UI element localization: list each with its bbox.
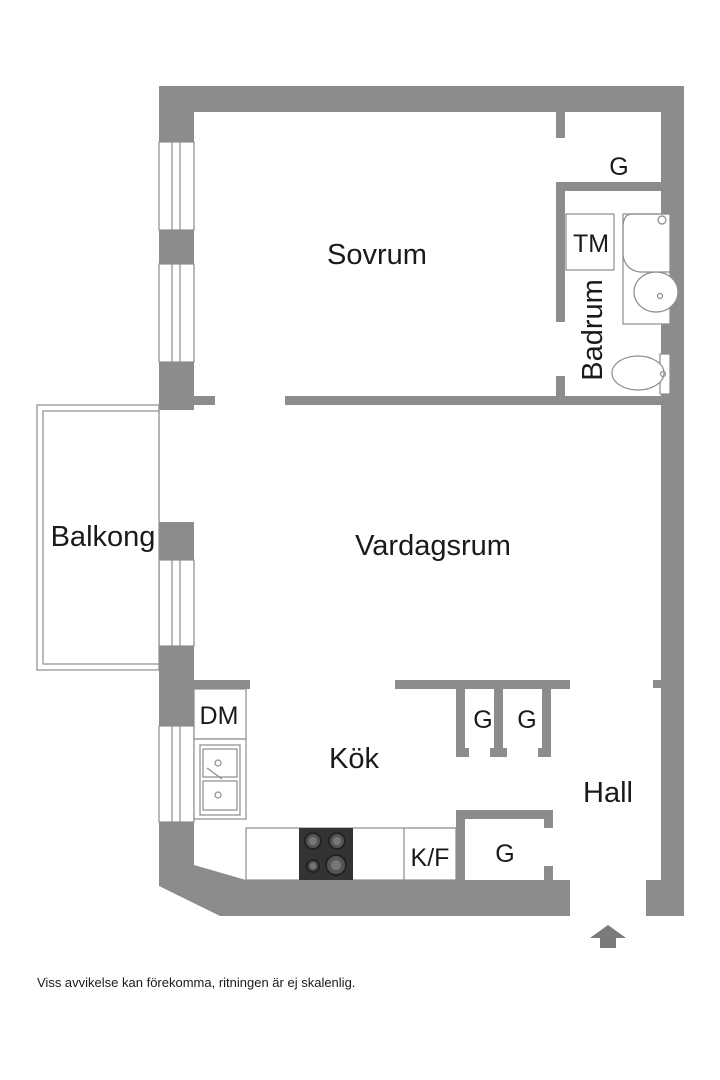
tm-box (565, 213, 615, 271)
label-closet-hall: G (495, 840, 514, 868)
label-closet-bedroom: G (609, 153, 628, 181)
disclaimer-text: Viss avvikelse kan förekomma, ritningen … (37, 975, 356, 990)
label-dm: DM (200, 702, 239, 730)
balcony (36, 404, 160, 671)
room-label-kok: Kök (329, 743, 379, 775)
label-closet-mid-2: G (517, 706, 536, 734)
dm-box (193, 688, 247, 740)
label-kf: K/F (411, 844, 450, 872)
up-arrow-icon (590, 925, 626, 948)
room-label-sovrum: Sovrum (327, 239, 427, 271)
toilet-bowl (611, 355, 665, 391)
sink-basin-1 (202, 748, 238, 778)
sink (633, 271, 679, 313)
bathroom-fixtures (565, 213, 679, 395)
sink-basin-2 (202, 780, 238, 811)
kitchen-fixtures (193, 688, 457, 881)
room-label-hall: Hall (583, 777, 633, 809)
room-label-badrum: Badrum (577, 279, 609, 381)
interior-walls (194, 112, 661, 880)
label-closet-mid-1: G (473, 706, 492, 734)
label-tm: TM (573, 230, 609, 258)
kf-box (403, 827, 457, 881)
room-label-balkong: Balkong (51, 521, 156, 553)
room-label-vardagsrum: Vardagsrum (355, 530, 511, 562)
outer-walls (159, 86, 684, 916)
windows (158, 141, 195, 823)
